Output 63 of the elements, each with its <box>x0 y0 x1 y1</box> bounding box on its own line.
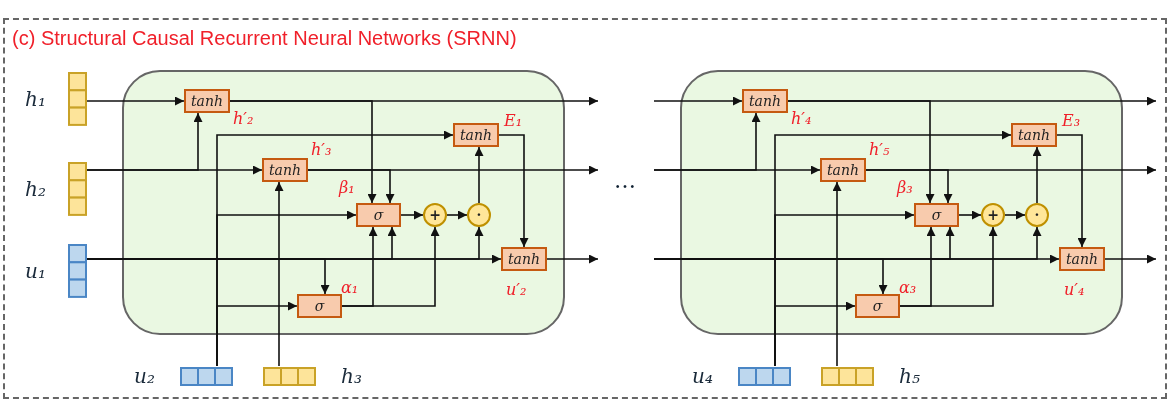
arrow <box>307 165 599 175</box>
function-block: σ <box>356 203 401 227</box>
function-block: tanh <box>262 158 308 182</box>
variable-label: u₂ <box>134 364 155 388</box>
arrow <box>653 96 743 106</box>
arrow <box>546 254 599 264</box>
recurrent-cell <box>122 70 565 335</box>
arrow <box>958 210 982 220</box>
arrow <box>446 210 468 220</box>
function-block: tanh <box>184 89 230 113</box>
variable-label: E₃ <box>1062 113 1081 129</box>
arrow <box>229 96 599 106</box>
variable-label: h′₄ <box>791 111 812 127</box>
variable-label: β₁ <box>339 180 355 196</box>
arrow <box>86 165 263 175</box>
variable-label: β₃ <box>897 180 913 196</box>
arrow <box>832 181 842 367</box>
function-block: σ <box>297 294 342 318</box>
variable-label: h₃ <box>341 364 362 388</box>
variable-label: h′₂ <box>233 111 254 127</box>
variable-label: u′₂ <box>506 282 527 298</box>
arrow <box>86 96 185 106</box>
operator-circle: + <box>981 203 1005 227</box>
function-block: tanh <box>453 123 499 147</box>
arrow <box>774 301 856 367</box>
function-block: tanh <box>501 247 547 271</box>
variable-label: h₅ <box>899 364 920 388</box>
variable-label: h₁ <box>25 87 46 111</box>
function-block: tanh <box>1011 123 1057 147</box>
function-block: tanh <box>820 158 866 182</box>
variable-label: h′₃ <box>311 142 332 158</box>
arrow <box>216 301 298 367</box>
arrow <box>474 146 484 204</box>
arrow <box>653 165 821 175</box>
variable-label: u₄ <box>692 364 713 388</box>
variable-label: E₁ <box>504 113 523 129</box>
function-block: tanh <box>1059 247 1105 271</box>
variable-label: u₁ <box>25 259 46 283</box>
arrow <box>1032 146 1042 204</box>
variable-label: α₃ <box>899 280 917 296</box>
operator-circle: + <box>423 203 447 227</box>
recurrent-cell <box>680 70 1123 335</box>
arrow <box>865 165 1157 175</box>
arrow <box>400 210 424 220</box>
arrow <box>498 134 529 248</box>
function-block: σ <box>855 294 900 318</box>
arrow <box>1056 134 1087 248</box>
operator-circle: · <box>1025 203 1049 227</box>
function-block: tanh <box>742 89 788 113</box>
variable-label: h′₅ <box>869 142 890 158</box>
arrow <box>787 96 1157 106</box>
arrow <box>1104 254 1157 264</box>
variable-label: α₁ <box>341 280 359 296</box>
diagram-title: (c) Structural Causal Recurrent Neural Networks (SRNN) <box>12 27 517 50</box>
arrow <box>341 226 440 307</box>
arrow <box>1004 210 1026 220</box>
variable-label: u′₄ <box>1064 282 1085 298</box>
arrow <box>274 181 284 367</box>
function-block: σ <box>914 203 959 227</box>
arrow <box>899 226 998 307</box>
operator-circle: · <box>467 203 491 227</box>
ellipsis-label: … <box>614 168 636 193</box>
variable-label: h₂ <box>25 177 46 201</box>
